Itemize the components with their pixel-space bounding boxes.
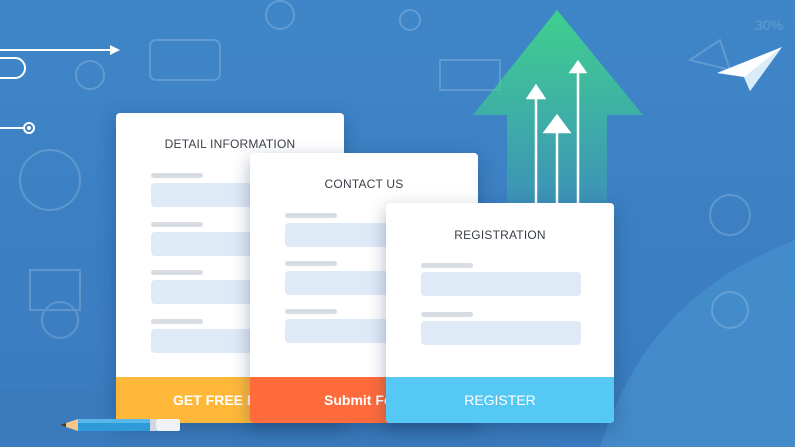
registration-field-2[interactable] bbox=[421, 321, 581, 345]
growth-arrow-icon bbox=[473, 10, 643, 220]
registration-field-1[interactable] bbox=[421, 272, 581, 296]
field-label bbox=[421, 312, 473, 317]
field-label bbox=[285, 309, 337, 314]
field-label bbox=[285, 213, 337, 218]
paper-plane-icon bbox=[717, 47, 782, 91]
field-label bbox=[151, 270, 203, 275]
card-title: CONTACT US bbox=[324, 177, 404, 191]
field-label bbox=[285, 261, 337, 266]
card-title: DETAIL INFORMATION bbox=[164, 137, 296, 151]
field-label bbox=[421, 263, 473, 268]
discount-badge-text: 30% bbox=[755, 17, 783, 33]
pencil-icon bbox=[60, 419, 180, 431]
field-label bbox=[151, 319, 203, 324]
field-label bbox=[151, 173, 203, 178]
field-label bbox=[151, 222, 203, 227]
left-arrow-lines bbox=[0, 45, 120, 134]
card-title: REGISTRATION bbox=[454, 228, 546, 242]
register-button[interactable]: REGISTER bbox=[386, 377, 614, 423]
registration-card: REGISTRATION REGISTER bbox=[386, 203, 614, 423]
